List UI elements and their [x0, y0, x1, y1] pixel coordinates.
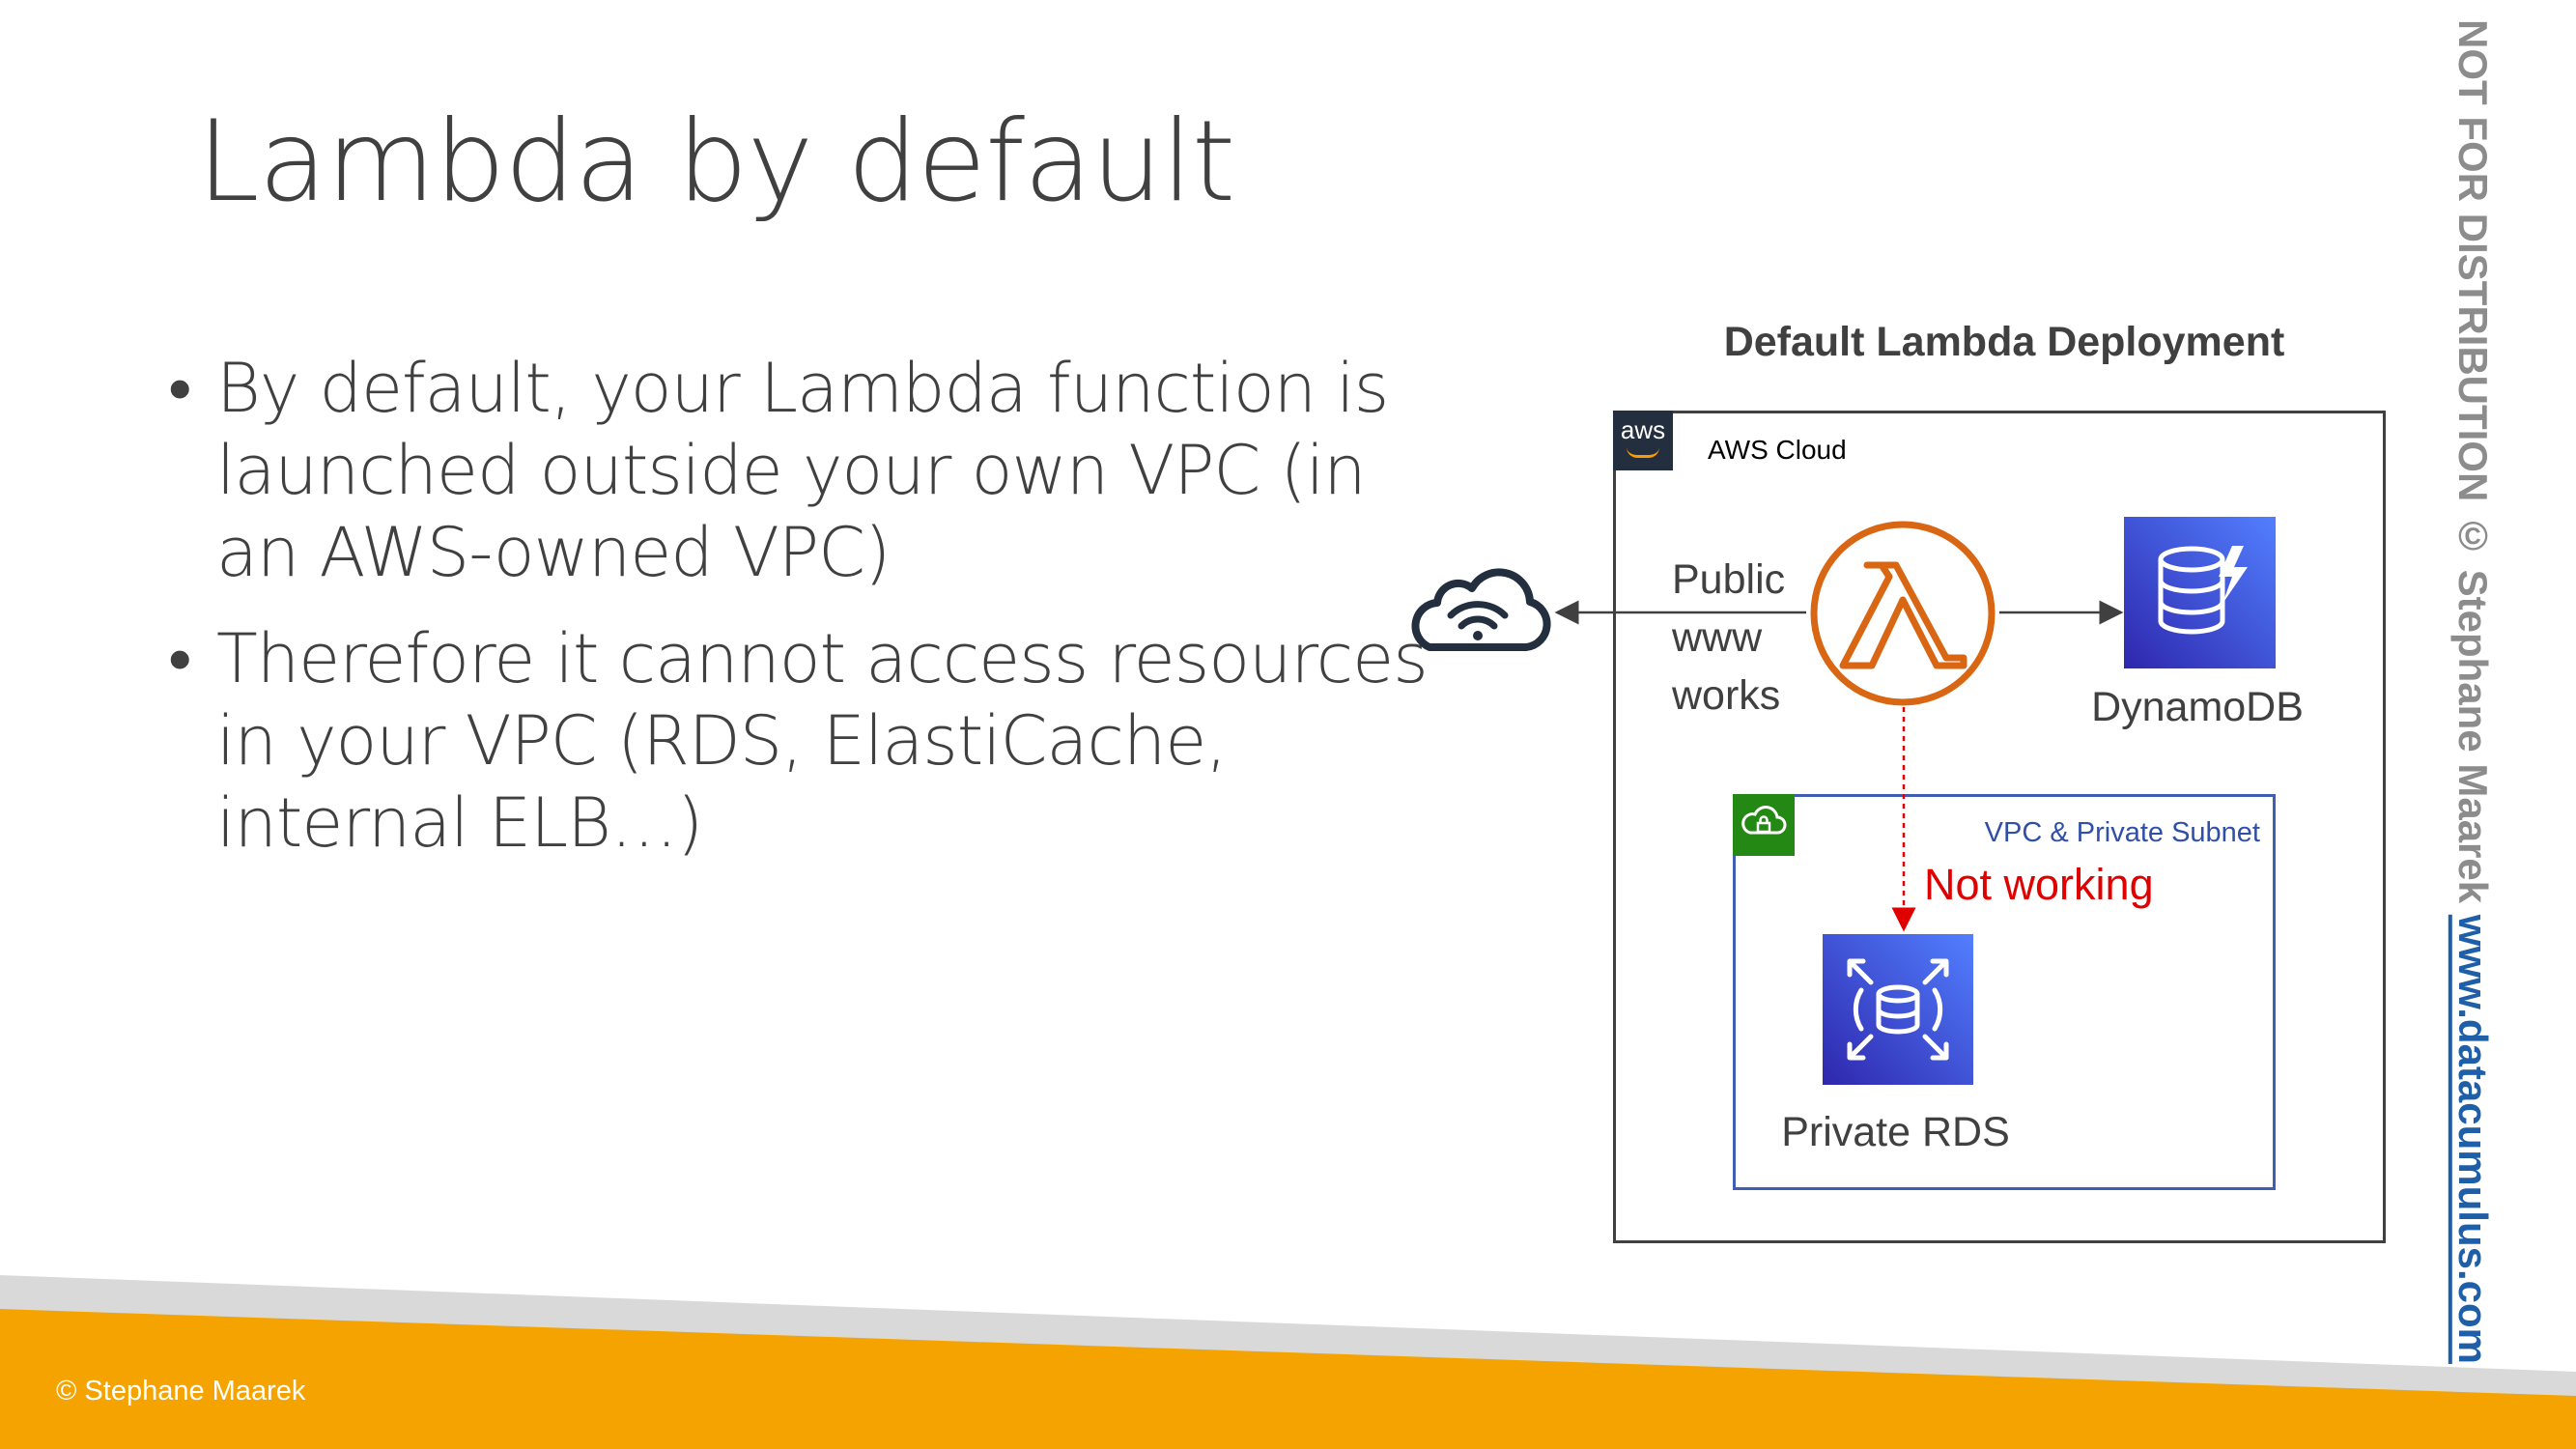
bullet-item: By default, your Lambda function is laun… — [164, 348, 1389, 594]
public-www-line: works — [1672, 672, 1781, 719]
rds-icon — [1823, 934, 1973, 1085]
aws-logo: aws — [1613, 411, 1673, 470]
lambda-icon — [1806, 517, 1999, 715]
vpc-lock-icon — [1733, 794, 1795, 856]
not-working-label: Not working — [1924, 860, 2154, 909]
bullet-line: Therefore it cannot access resources — [216, 619, 1429, 698]
footer-band — [0, 1275, 2576, 1449]
watermark-link[interactable]: www.datacumulus.com — [2450, 914, 2496, 1364]
aws-cloud-label: AWS Cloud — [1708, 435, 1847, 465]
vpc-label: VPC & Private Subnet — [1984, 817, 2260, 848]
bullet-line: in your VPC (RDS, ElastiCache, — [216, 701, 1228, 781]
bullet-line: launched outside your own VPC (in — [216, 431, 1367, 510]
aws-cloud-group — [1613, 411, 2386, 1243]
bullet-line: internal ELB…) — [216, 783, 703, 863]
aws-smile-icon — [1627, 447, 1659, 458]
diagram-title: Default Lambda Deployment — [1723, 319, 2285, 365]
watermark-text: NOT FOR DISTRIBUTION © Stephane Maarek — [2450, 19, 2496, 915]
internet-cloud-icon — [1401, 555, 1555, 662]
slide-title: Lambda by default — [197, 97, 1235, 227]
vpc-private-subnet-group — [1733, 794, 2276, 1190]
bullet-item: Therefore it cannot access resources in … — [164, 618, 1429, 865]
dynamodb-label: DynamoDB — [2091, 684, 2304, 730]
public-www-label: Public www works — [1672, 551, 1785, 724]
bullet-list: By default, your Lambda function is laun… — [164, 348, 1429, 889]
bullet-line: an AWS-owned VPC) — [216, 513, 891, 592]
side-watermark: NOT FOR DISTRIBUTION © Stephane Maarek w… — [2449, 19, 2496, 1364]
footer-copyright: © Stephane Maarek — [56, 1376, 306, 1406]
bullet-line: By default, your Lambda function is — [216, 349, 1389, 428]
dynamodb-icon — [2124, 517, 2276, 668]
public-www-line: www — [1672, 614, 1763, 661]
public-www-line: Public — [1672, 556, 1786, 603]
aws-logo-text: aws — [1620, 415, 1666, 444]
rds-label: Private RDS — [1781, 1109, 2010, 1155]
